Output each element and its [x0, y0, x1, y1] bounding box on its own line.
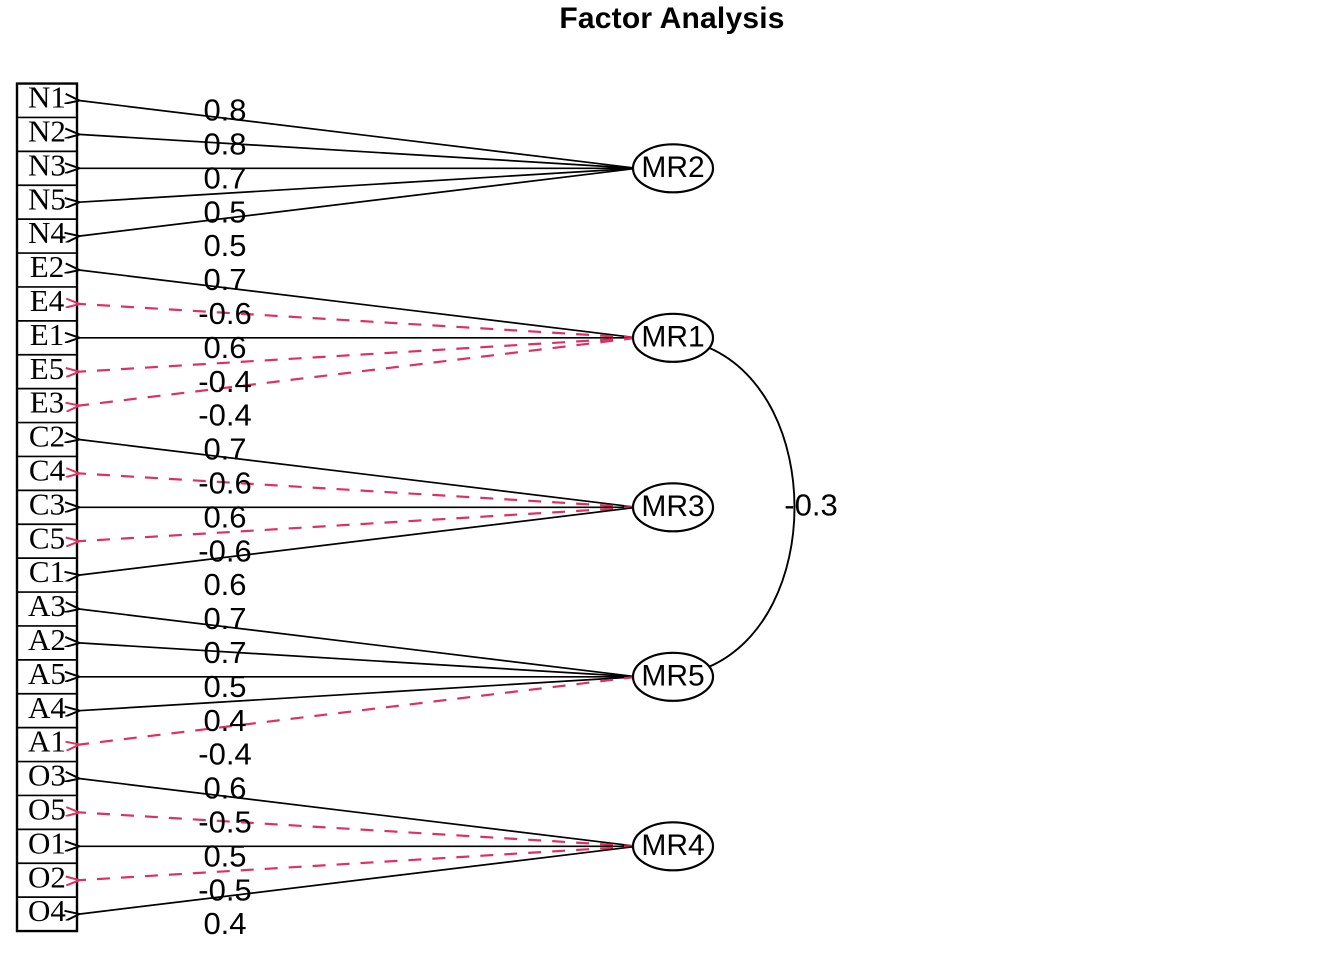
- variable-label-e2: E2: [30, 249, 64, 284]
- loading-value-mr3-c5: -0.6: [198, 533, 251, 568]
- loading-arrow-mr3-c1: [79, 506, 638, 575]
- variable-label-o3: O3: [28, 758, 66, 793]
- variable-label-c5: C5: [29, 520, 65, 555]
- variable-label-c4: C4: [29, 453, 66, 488]
- loading-value-mr5-a1: -0.4: [198, 737, 251, 772]
- variable-label-n2: N2: [28, 114, 66, 149]
- loading-value-mr5-a3: 0.7: [203, 601, 246, 636]
- loading-arrow-mr4-o4: [79, 845, 638, 914]
- loading-value-mr4-o3: 0.6: [203, 771, 246, 806]
- loading-value-mr4-o1: 0.5: [203, 838, 246, 873]
- variable-label-e4: E4: [30, 283, 65, 318]
- loading-arrow-mr3-c5: [79, 506, 638, 541]
- variable-label-n3: N3: [28, 147, 66, 182]
- loading-value-mr3-c2: 0.7: [203, 432, 246, 467]
- factor-label-mr2: MR2: [641, 151, 704, 184]
- variable-label-a3: A3: [28, 588, 66, 623]
- loading-arrow-mr4-o2: [79, 845, 638, 880]
- variable-label-c2: C2: [29, 419, 65, 454]
- correlation-arc-mr1-mr5: [708, 346, 796, 668]
- variable-label-o4: O4: [28, 893, 66, 928]
- factor-node-mr3[interactable]: [631, 482, 715, 533]
- loading-path-group: [79, 101, 638, 915]
- loading-value-mr5-a2: 0.7: [203, 635, 246, 670]
- factor-label-mr3: MR3: [641, 490, 704, 523]
- loading-arrow-mr1-e4: [79, 304, 638, 339]
- loading-arrow-mr4-o5: [79, 812, 638, 848]
- loading-arrow-mr5-a4: [79, 675, 638, 711]
- loading-arrow-mr1-e3: [79, 336, 638, 406]
- loading-value-mr2-n1: 0.8: [203, 93, 246, 128]
- loading-value-mr5-a5: 0.5: [203, 669, 246, 704]
- variable-label-o1: O1: [28, 825, 66, 860]
- loading-arrow-mr3-c4: [79, 473, 638, 509]
- factor-correlation-group: -0.3: [708, 346, 838, 668]
- loading-arrow-mr1-e5: [79, 336, 638, 372]
- loading-value-mr3-c1: 0.6: [203, 567, 246, 602]
- loading-value-mr1-e4: -0.6: [198, 296, 251, 331]
- loading-arrow-mr5-a2: [79, 643, 638, 678]
- loading-arrow-mr3-c2: [79, 440, 638, 509]
- variable-label-a2: A2: [28, 622, 66, 657]
- factor-label-mr5: MR5: [641, 660, 704, 693]
- loading-value-mr4-o5: -0.5: [198, 805, 251, 840]
- loading-value-mr2-n5: 0.5: [203, 194, 246, 229]
- loading-value-mr3-c4: -0.6: [198, 466, 251, 501]
- loading-value-mr4-o2: -0.5: [198, 872, 251, 907]
- loading-arrow-mr2-n4: [79, 167, 638, 236]
- variable-label-c1: C1: [29, 554, 65, 589]
- correlation-value-label: -0.3: [784, 487, 837, 522]
- factor-node-mr2[interactable]: [631, 143, 715, 194]
- variable-label-e3: E3: [30, 385, 64, 420]
- variable-box: [15, 82, 79, 933]
- factor-label-mr1: MR1: [641, 321, 704, 354]
- variable-label-n1: N1: [28, 80, 66, 115]
- loading-value-mr1-e1: 0.6: [203, 330, 246, 365]
- variable-label-group: N1N2N3N5N4E2E4E1E5E3C2C4C3C5C1A3A2A5A4A1…: [28, 80, 66, 929]
- loading-value-mr2-n3: 0.7: [203, 160, 246, 195]
- loading-value-mr1-e2: 0.7: [203, 262, 246, 297]
- loading-arrow-mr2-n1: [79, 101, 638, 170]
- page-title: Factor Analysis: [559, 2, 785, 35]
- loading-value-mr2-n4: 0.5: [203, 228, 246, 263]
- variable-label-o2: O2: [28, 859, 66, 894]
- loading-arrow-mr5-a1: [79, 675, 638, 745]
- variable-label-n4: N4: [28, 215, 66, 250]
- loading-value-mr4-o4: 0.4: [203, 906, 246, 941]
- variable-label-a4: A4: [28, 690, 66, 725]
- loading-arrow-mr4-o3: [79, 779, 638, 848]
- loading-arrow-mr1-e2: [79, 270, 638, 339]
- factor-node-mr5[interactable]: [631, 651, 715, 702]
- loading-value-mr1-e3: -0.4: [198, 398, 251, 433]
- variable-label-c3: C3: [29, 486, 65, 521]
- loading-label-group: 0.80.80.70.50.50.7-0.60.6-0.4-0.40.7-0.6…: [198, 93, 251, 942]
- variable-label-a1: A1: [28, 724, 66, 759]
- loading-arrow-mr2-n5: [79, 167, 638, 202]
- factor-node-mr4[interactable]: [631, 821, 715, 872]
- factor-node-mr1[interactable]: [631, 312, 715, 363]
- variable-label-a5: A5: [28, 656, 66, 691]
- variable-label-n5: N5: [28, 181, 66, 216]
- loading-arrow-mr5-a3: [79, 609, 638, 678]
- factor-label-mr4: MR4: [641, 829, 704, 862]
- loading-arrow-mr2-n2: [79, 134, 638, 170]
- loading-value-mr1-e5: -0.4: [198, 364, 251, 399]
- loading-value-mr3-c3: 0.6: [203, 499, 246, 534]
- loading-value-mr5-a4: 0.4: [203, 703, 246, 738]
- variable-label-e1: E1: [30, 317, 64, 352]
- loading-value-mr2-n2: 0.8: [203, 127, 246, 162]
- variable-label-o5: O5: [28, 792, 66, 827]
- variable-label-e5: E5: [30, 351, 64, 386]
